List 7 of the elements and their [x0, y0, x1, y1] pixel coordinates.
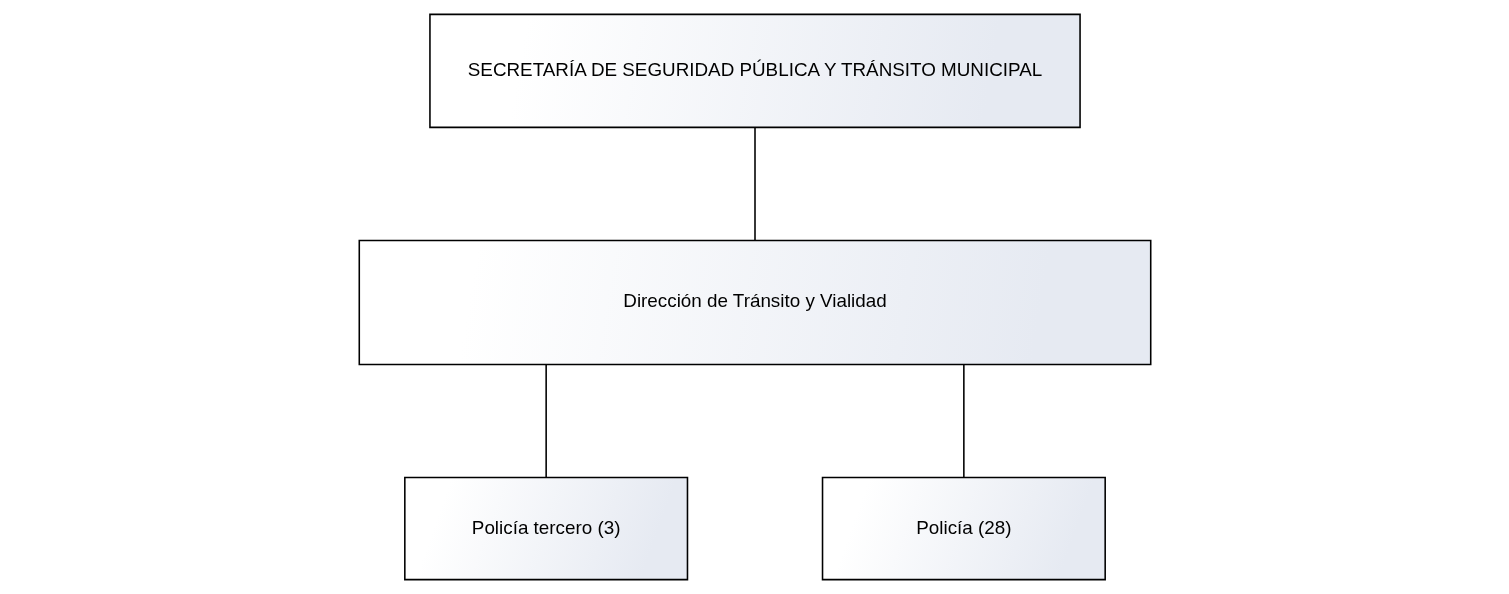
connector [962, 364, 965, 478]
node-box: Policía (28) [821, 476, 1106, 581]
connector [753, 126, 756, 242]
connector [544, 364, 547, 478]
node-box: Dirección de Tránsito y Vialidad [358, 239, 1151, 366]
node-box: SECRETARÍA DE SEGURIDAD PÚBLICA Y TRÁNSITO MUNICIPAL [428, 13, 1081, 129]
node-box: Policía tercero (3) [403, 476, 688, 581]
